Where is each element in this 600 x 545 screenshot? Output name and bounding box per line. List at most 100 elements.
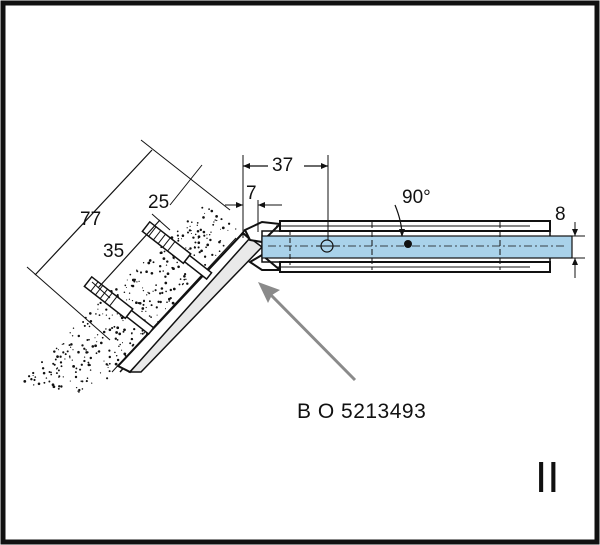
concrete-speckle bbox=[155, 306, 158, 309]
concrete-speckle bbox=[160, 287, 164, 290]
concrete-speckle bbox=[150, 316, 152, 318]
concrete-speckle bbox=[215, 215, 218, 218]
glass-panel bbox=[261, 235, 573, 259]
concrete-speckle bbox=[116, 358, 120, 362]
concrete-speckle bbox=[32, 375, 34, 377]
concrete-speckle bbox=[142, 287, 144, 289]
concrete-speckle bbox=[189, 247, 192, 250]
concrete-speckle bbox=[50, 373, 53, 376]
concrete-speckle bbox=[131, 299, 134, 302]
concrete-speckle bbox=[141, 307, 145, 310]
concrete-speckle bbox=[69, 357, 71, 359]
concrete-speckle bbox=[201, 206, 204, 209]
concrete-speckle bbox=[181, 234, 185, 237]
concrete-speckle bbox=[41, 367, 45, 370]
concrete-speckle bbox=[95, 352, 98, 355]
concrete-speckle bbox=[54, 358, 57, 361]
concrete-speckle bbox=[51, 383, 55, 387]
concrete-speckle bbox=[83, 359, 86, 363]
concrete-speckle bbox=[166, 272, 170, 276]
concrete-speckle bbox=[179, 278, 182, 280]
concrete-speckle bbox=[205, 246, 207, 249]
concrete-speckle bbox=[130, 332, 133, 335]
dimension-7-label: 7 bbox=[246, 183, 257, 204]
concrete-speckle bbox=[96, 341, 98, 343]
concrete-speckle bbox=[68, 344, 71, 347]
concrete-speckle bbox=[102, 330, 106, 334]
concrete-speckle bbox=[227, 229, 229, 231]
concrete-speckle bbox=[122, 320, 124, 322]
concrete-speckle bbox=[27, 375, 31, 378]
concrete-speckle bbox=[101, 336, 104, 339]
hinge-clamp bbox=[243, 220, 551, 273]
concrete-speckle bbox=[177, 265, 180, 269]
concrete-speckle bbox=[147, 261, 151, 265]
concrete-speckle bbox=[83, 324, 86, 327]
concrete-speckle bbox=[159, 300, 162, 304]
concrete-speckle bbox=[59, 355, 62, 358]
concrete-speckle bbox=[60, 385, 63, 388]
concrete-speckle bbox=[172, 256, 175, 259]
concrete-speckle bbox=[216, 219, 218, 222]
concrete-speckle bbox=[142, 262, 145, 264]
concrete-speckle bbox=[136, 270, 139, 273]
concrete-speckle bbox=[85, 349, 87, 351]
concrete-speckle bbox=[131, 278, 135, 282]
concrete-speckle bbox=[58, 376, 60, 378]
concrete-speckle bbox=[72, 365, 75, 368]
concrete-speckle bbox=[185, 247, 187, 249]
concrete-speckle bbox=[52, 362, 55, 365]
concrete-speckle bbox=[155, 284, 157, 286]
concrete-speckle bbox=[193, 254, 196, 256]
concrete-speckle bbox=[97, 351, 99, 353]
concrete-speckle bbox=[86, 339, 89, 341]
concrete-speckle bbox=[118, 345, 120, 348]
concrete-speckle bbox=[206, 234, 208, 236]
concrete-speckle bbox=[61, 343, 63, 345]
concrete-speckle bbox=[186, 282, 189, 285]
concrete-speckle bbox=[123, 352, 127, 356]
concrete-speckle bbox=[140, 333, 142, 335]
concrete-speckle bbox=[158, 270, 162, 273]
concrete-speckle bbox=[211, 253, 214, 257]
concrete-speckle bbox=[192, 236, 195, 239]
concrete-speckle bbox=[79, 368, 82, 371]
concrete-speckle bbox=[183, 278, 186, 281]
concrete-speckle bbox=[145, 310, 147, 312]
concrete-speckle bbox=[126, 299, 128, 301]
concrete-speckle bbox=[158, 292, 162, 295]
concrete-speckle bbox=[116, 326, 120, 330]
concrete-speckle bbox=[69, 346, 72, 348]
concrete-speckle bbox=[177, 237, 180, 240]
concrete-speckle bbox=[176, 261, 178, 264]
concrete-speckle bbox=[34, 376, 37, 378]
concrete-speckle bbox=[212, 223, 215, 226]
concrete-speckle bbox=[218, 250, 221, 253]
concrete-speckle bbox=[48, 371, 51, 373]
concrete-speckle bbox=[89, 364, 91, 366]
dimension-35: 35 bbox=[91, 213, 171, 299]
concrete-speckle bbox=[70, 343, 73, 346]
concrete-speckle bbox=[116, 313, 118, 315]
concrete-speckle bbox=[60, 365, 63, 368]
concrete-speckle bbox=[32, 371, 35, 375]
concrete-speckle bbox=[78, 391, 80, 393]
concrete-speckle bbox=[81, 388, 84, 390]
concrete-speckle bbox=[37, 382, 41, 386]
concrete-speckle bbox=[57, 387, 60, 390]
concrete-speckle bbox=[99, 301, 102, 305]
concrete-speckle bbox=[177, 239, 180, 242]
concrete-speckle bbox=[164, 275, 167, 278]
dimension-37-label: 37 bbox=[272, 155, 293, 176]
concrete-speckle bbox=[80, 363, 83, 366]
concrete-speckle bbox=[183, 275, 186, 278]
concrete-speckle bbox=[119, 343, 121, 346]
concrete-speckle bbox=[55, 347, 58, 350]
concrete-speckle bbox=[128, 298, 131, 300]
concrete-speckle bbox=[162, 270, 164, 272]
concrete-speckle bbox=[83, 347, 86, 350]
concrete-speckle bbox=[85, 351, 88, 354]
concrete-speckle bbox=[227, 222, 231, 225]
wall-anchor-upper bbox=[141, 220, 213, 281]
